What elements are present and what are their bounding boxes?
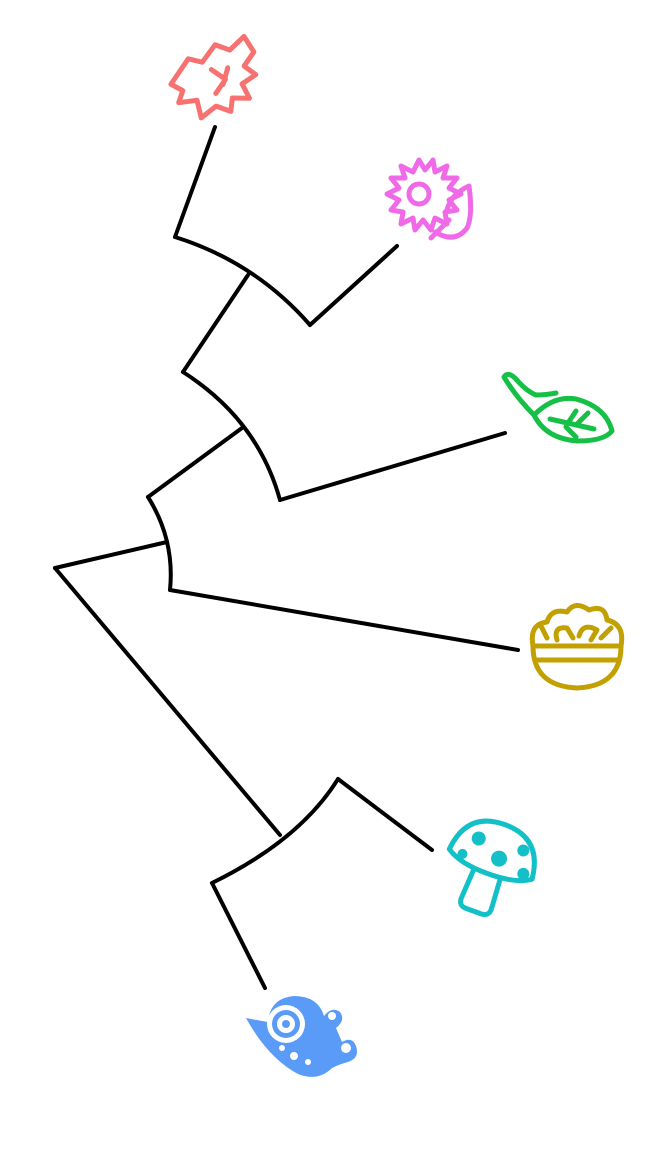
branch-to-salad [168,588,520,652]
snail-icon [246,996,357,1077]
branch-inner-clade-arc [181,370,282,502]
leaf-in-hand-icon [501,371,615,444]
mushroom-icon [446,818,537,918]
sunflower-icon [384,157,474,241]
branch-to-mushroom [336,777,434,852]
branch-bottom-clade-arc [210,777,340,885]
tree-branches [53,125,520,990]
branch-top-clade-arc [146,495,173,592]
branch-root-to-bottom-clade [53,566,282,837]
branch-to-leaf-hand [278,431,507,502]
branch-to-pine-tree [173,125,217,239]
branch-to-snail [210,881,267,990]
pine-tree-icon [168,33,259,121]
branch-to-tree-flower-clade [181,273,250,374]
branch-to-sunflower [308,244,399,327]
branch-root-to-top-clade [53,540,169,570]
branch-tree-flower-arc [173,235,312,327]
branch-to-inner-clade [146,426,244,499]
salad-bowl-icon [529,603,625,691]
